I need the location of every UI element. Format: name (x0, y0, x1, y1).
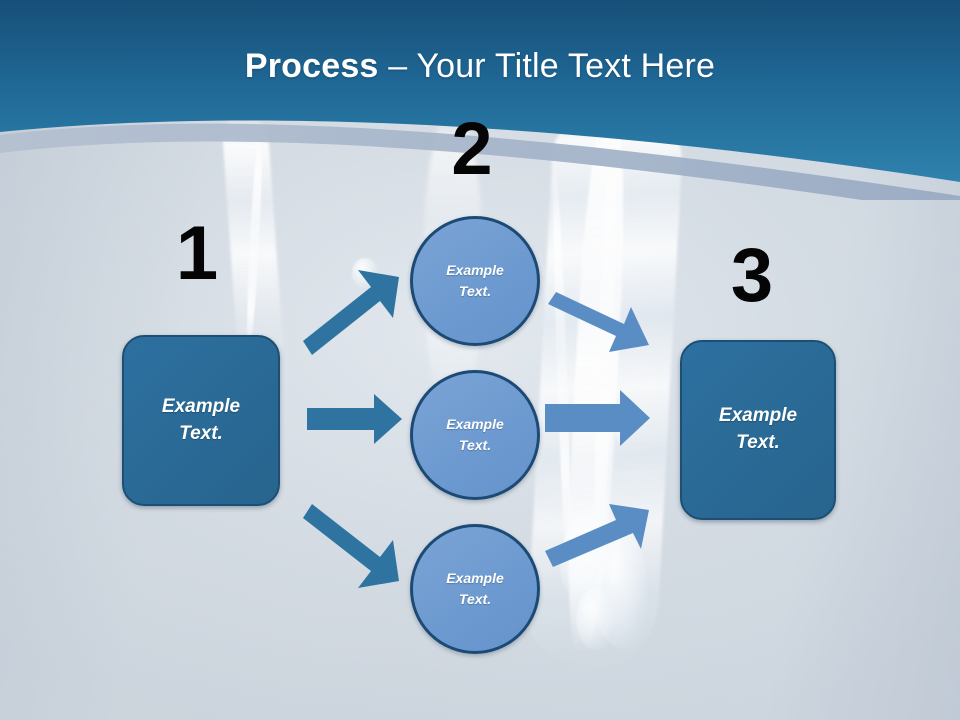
page-title-strong: Process (244, 47, 379, 85)
step-2-circle-3[interactable]: Example Text. (410, 524, 540, 654)
arrow-circle3-to-box3[interactable] (545, 504, 649, 567)
step-2-circle-3-label-line1: Example (446, 570, 504, 586)
arrow-circle2-to-box3[interactable] (545, 390, 650, 446)
page-title-rest: – Your Title Text Here (378, 47, 716, 85)
arrow-circle1-to-box3[interactable] (548, 292, 649, 352)
step-1-label-line2: Text. (179, 422, 223, 444)
step-number-2: 2 (451, 107, 493, 190)
step-number-1: 1 (175, 211, 219, 296)
arrow-box1-to-circle3[interactable] (303, 504, 399, 588)
step-2-circle-2-label-line1: Example (446, 416, 504, 432)
water-droplet-3 (576, 588, 616, 650)
step-3-box[interactable]: Example Text. (680, 340, 836, 520)
step-3-label-line2: Text. (736, 432, 780, 453)
step-2-circle-3-label-line2: Text. (458, 591, 492, 607)
step-number-3: 3 (730, 233, 774, 318)
step-3-label-line1: Example (718, 405, 798, 427)
step-2-circle-2[interactable]: Example Text. (410, 370, 540, 500)
step-2-circle-1[interactable]: Example Text. (410, 216, 540, 346)
arrow-box1-to-circle2[interactable] (307, 394, 402, 444)
step-1-label-line1: Example (161, 395, 241, 417)
step-1-box[interactable]: Example Text. (122, 335, 280, 506)
arrow-box1-to-circle1[interactable] (303, 270, 399, 355)
step-2-circle-1-label-line1: Example (446, 262, 504, 278)
step-2-circle-1-label-line2: Text. (458, 283, 492, 299)
step-2-circle-2-label-line2: Text. (458, 437, 492, 453)
page-title: Process – Your Title Text Here (0, 47, 960, 85)
